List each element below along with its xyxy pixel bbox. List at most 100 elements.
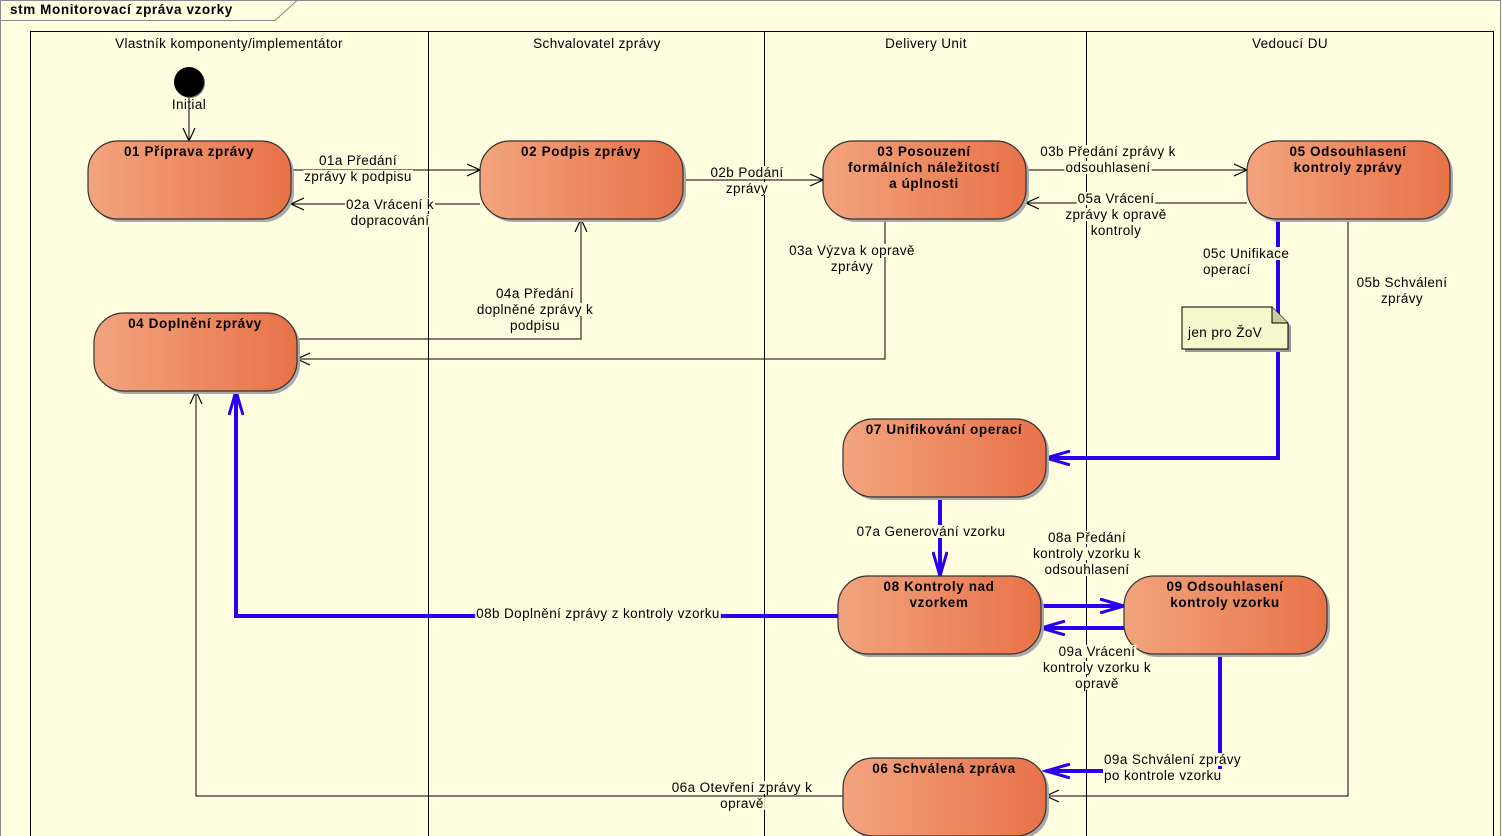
state-06[interactable]: 06 Schválená zpráva [842, 757, 1049, 836]
label-background [318, 154, 398, 167]
transition-label-08b: 08b Doplnění zprávy z kontroly vzorku [475, 606, 721, 621]
label-background [1074, 677, 1120, 690]
transition-label-line: zprávy k podpisu [304, 169, 412, 184]
transition-label-line: odsouhlasení [1065, 160, 1150, 175]
lane-owner: Vlastník komponenty/implementátor [115, 36, 343, 51]
transition-label-line: zprávy k opravě [1065, 207, 1166, 222]
label-background [1039, 145, 1177, 158]
state-label: vzorkem [910, 595, 969, 610]
transition-label-line: operací [1203, 262, 1251, 277]
transition-05c[interactable] [1046, 219, 1280, 458]
state-label: 01 Příprava zprávy [124, 144, 254, 159]
state-label: 03 Posouzení [877, 144, 971, 159]
transition-label-line: podpisu [510, 318, 560, 333]
transition-label-line: 08b Doplnění zprávy z kontroly vzorku [476, 606, 720, 621]
transition-label-line: 05a Vrácení [1078, 191, 1155, 206]
transition-label-line: 03a Výzva k opravě [789, 243, 915, 258]
transition-label-line: 06a Otevření zprávy k [672, 780, 812, 795]
transition-label-line: odsouhlasení [1044, 562, 1129, 577]
transition-label-line: opravě [1075, 676, 1119, 691]
state-label: 07 Unifikování operací [866, 422, 1023, 437]
label-background [475, 303, 595, 316]
initial-node[interactable]: Initial [172, 67, 206, 112]
transition-04a[interactable] [297, 219, 581, 340]
transition-label-line: 08a Předání [1048, 530, 1126, 545]
state-label: a úplnosti [889, 176, 959, 191]
label-background [345, 198, 435, 211]
transition-label-line: kontroly vzorku k [1033, 546, 1141, 561]
note[interactable]: jen pro ŽoV [1181, 306, 1291, 352]
label-background [1047, 531, 1127, 544]
state-07[interactable]: 07 Unifikování operací [842, 418, 1049, 500]
transition-06a[interactable] [196, 391, 843, 797]
transition-05b[interactable] [1046, 219, 1349, 796]
label-background [788, 244, 916, 257]
lane-delivery-unit: Delivery Unit [885, 36, 967, 51]
state-04[interactable]: 04 Doplnění zprávy [93, 312, 300, 394]
label-background [1103, 753, 1243, 766]
transition-label-line: 07a Generování vzorku [857, 524, 1006, 539]
transition-label-line: zprávy [831, 259, 873, 274]
label-background [1031, 547, 1143, 560]
label-background [1355, 276, 1449, 289]
note-text: jen pro ŽoV [1187, 325, 1262, 340]
state-label: 08 Kontroly nad [883, 579, 994, 594]
transition-label-line: zprávy [726, 181, 768, 196]
label-background [719, 797, 765, 810]
initial-label: Initial [172, 97, 206, 112]
label-background [303, 170, 413, 183]
label-background [1103, 769, 1223, 782]
swimlanes: Vlastník komponenty/implementátor Schval… [30, 31, 1494, 836]
state-02[interactable]: 02 Podpis zprávy [479, 140, 686, 222]
state-label: formálních náležitostí [848, 160, 1001, 175]
label-background [829, 260, 875, 273]
state-label: 06 Schválená zpráva [872, 761, 1015, 776]
transition-label-line: opravě [720, 796, 764, 811]
label-background [349, 214, 431, 227]
label-background [508, 319, 562, 332]
state-01[interactable]: 01 Příprava zprávy [87, 140, 294, 222]
transition-label-line: 09a Schválení zprávy [1104, 752, 1241, 767]
lane-approver: Schvalovatel zprávy [533, 36, 661, 51]
transition-label-07a: 07a Generování vzorku [855, 524, 1007, 539]
transition-label-line: 05c Unifikace [1203, 246, 1289, 261]
state-label: 05 Odsouhlasení [1289, 144, 1407, 159]
transition-label-line: kontroly [1091, 223, 1141, 238]
label-background [724, 182, 770, 195]
transition-label-line: 05b Schválení [1357, 275, 1448, 290]
transition-label-line: po kontrole vzorku [1104, 768, 1222, 783]
label-background [1041, 661, 1153, 674]
label-background [1043, 563, 1131, 576]
transition-label-line: 04a Předání [496, 286, 574, 301]
transition-label-line: 03b Předání zprávy k [1040, 144, 1176, 159]
state-label: 02 Podpis zprávy [521, 144, 641, 159]
diagram-title: stm Monitorovací zpráva vzorky [10, 2, 233, 17]
transition-label-line: zprávy [1381, 291, 1423, 306]
label-background [475, 607, 721, 620]
transition-label-line: 09a Vrácení [1059, 644, 1136, 659]
label-background [1089, 224, 1143, 237]
lane-du-lead: Vedoucí DU [1252, 36, 1328, 51]
label-background [495, 287, 575, 300]
label-background [1202, 263, 1252, 276]
label-background [855, 525, 1007, 538]
label-background [1057, 645, 1137, 658]
transition-03a[interactable] [297, 219, 886, 359]
